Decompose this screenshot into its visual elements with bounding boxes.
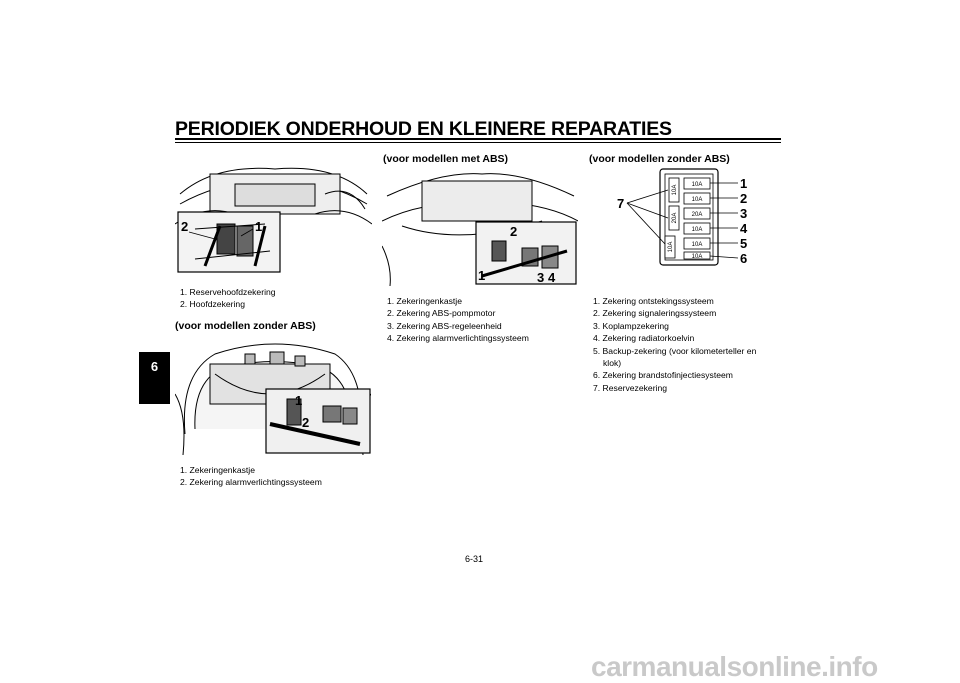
- fuse-label: 10A: [692, 242, 703, 248]
- chapter-tab: 6: [139, 352, 170, 404]
- page-number: 6-31: [465, 554, 484, 564]
- main-fuse-photo: 2 1: [175, 154, 372, 275]
- fuse-box-abs-caption: 1. Zekeringenkastje 2. Zekering ABS-pomp…: [387, 295, 529, 345]
- fuse-label: 10A: [692, 182, 703, 188]
- caption-item: 3. Koplampzekering: [593, 320, 669, 331]
- callout-3: 3: [537, 270, 544, 285]
- footer-watermark: carmanualsonline.info: [591, 651, 878, 682]
- callout-2: 2: [510, 224, 517, 239]
- callout-6: 6: [740, 251, 747, 266]
- callout-1: 1: [255, 219, 262, 234]
- spare-label: 20A: [672, 213, 678, 224]
- caption-item: 4. Zekering radiatorkoelvin: [593, 333, 695, 344]
- caption-item: 7. Reservezekering: [593, 382, 668, 393]
- caption-item: 2. Zekering ABS-pompmotor: [387, 308, 496, 319]
- caption-item: 3. Zekering ABS-regeleenheid: [387, 320, 502, 331]
- callout-1: 1: [478, 268, 485, 283]
- callout-1: 1: [295, 393, 302, 408]
- title-rule: [175, 138, 781, 140]
- caption-item: 1. Zekering ontstekingssysteem: [593, 296, 714, 306]
- callout-5: 5: [740, 236, 747, 251]
- callout-2: 2: [302, 415, 309, 430]
- caption-item: 1. Zekeringenkastje: [387, 296, 462, 306]
- callout-3: 3: [740, 206, 747, 221]
- caption-item: 1. Zekeringenkastje: [180, 465, 255, 475]
- title-rule-thin: [175, 142, 781, 143]
- fuse-label: 10A: [692, 254, 703, 260]
- fuse-layout-diagram: 10A 10A 20A 10A 10A 10A 10A 20A 10A 1 2 …: [612, 166, 762, 271]
- spare-label: 10A: [668, 242, 674, 253]
- fuse-box-no-abs-photo: 1 2: [175, 334, 371, 455]
- caption-item: 4. Zekering alarmverlichtingssysteem: [387, 333, 529, 344]
- section-heading: (voor modellen zonder ABS): [589, 153, 730, 165]
- callout-4: 4: [740, 221, 748, 236]
- fuse-label: 10A: [692, 197, 703, 203]
- caption-item: 2. Zekering alarmverlichtingssysteem: [180, 477, 322, 488]
- fuse-label: 20A: [692, 212, 703, 218]
- caption-item: 6. Zekering brandstofinjectiesysteem: [593, 370, 733, 381]
- main-fuse-caption: 1. Reservehoofdzekering 2. Hoofdzekering: [180, 286, 276, 311]
- callout-2: 2: [740, 191, 747, 206]
- caption-item: 5. Backup-zekering (voor kilometerteller…: [593, 345, 757, 369]
- caption-item: 1. Reservehoofdzekering: [180, 287, 276, 297]
- caption-item: 2. Zekering signaleringssysteem: [593, 308, 717, 319]
- section-heading: (voor modellen zonder ABS): [175, 320, 316, 332]
- callout-4: 4: [548, 270, 556, 285]
- fuse-layout-caption: 1. Zekering ontstekingssysteem 2. Zekeri…: [593, 295, 773, 394]
- spare-label: 10A: [672, 185, 678, 196]
- callout-1: 1: [740, 176, 747, 191]
- fuse-label: 10A: [692, 227, 703, 233]
- main-fuse-illustration: 2 1: [175, 167, 372, 273]
- section-heading: (voor modellen met ABS): [383, 153, 509, 165]
- callout-7: 7: [617, 196, 624, 211]
- callout-2: 2: [181, 219, 188, 234]
- fuse-box-abs-photo: 2 1 3 4: [382, 166, 578, 286]
- caption-item: 2. Hoofdzekering: [180, 299, 245, 310]
- fuse-box-no-abs-caption: 1. Zekeringenkastje 2. Zekering alarmver…: [180, 464, 322, 489]
- page-title: PERIODIEK ONDERHOUD EN KLEINERE REPARATI…: [175, 118, 672, 140]
